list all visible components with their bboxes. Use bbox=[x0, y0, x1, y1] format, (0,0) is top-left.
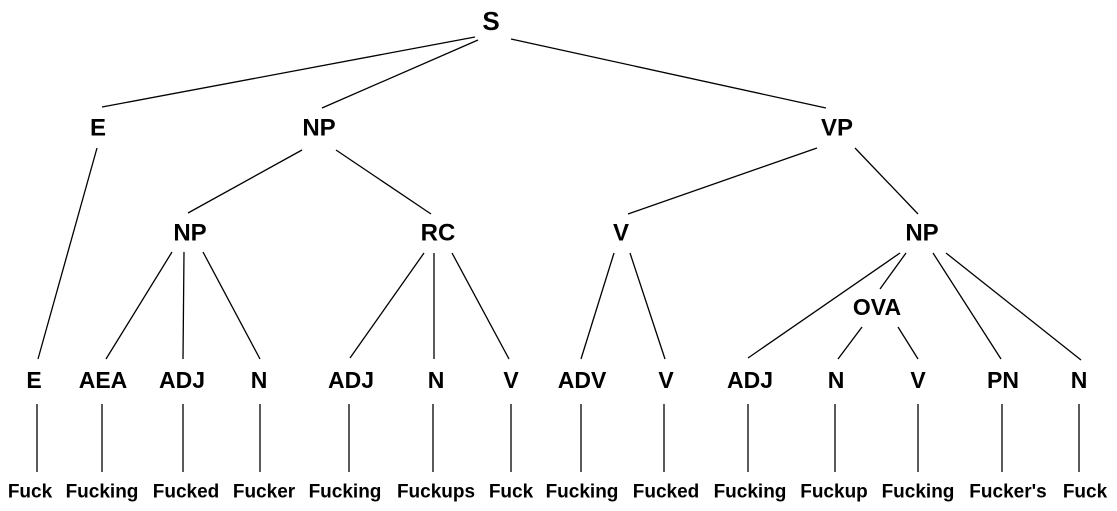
edge-ova-v bbox=[897, 326, 919, 360]
preterminal-2: AEA bbox=[79, 367, 128, 393]
leaf-word-11: Fuckup bbox=[800, 482, 868, 503]
leaf-word-13: Fucker's bbox=[969, 482, 1046, 503]
leaf-word-7: Fuck bbox=[489, 482, 534, 503]
leaf-word-5: Fucking bbox=[309, 482, 382, 503]
preterminal-4: N bbox=[251, 367, 268, 393]
leaf-word-3: Fucked bbox=[153, 482, 220, 503]
node-e: E bbox=[90, 115, 106, 142]
edge-np-rc bbox=[335, 149, 432, 215]
node-np-right: NP bbox=[905, 220, 938, 247]
node-ova: OVA bbox=[853, 294, 901, 320]
preterminal-10: ADJ bbox=[727, 367, 773, 393]
preterminal-13: PN bbox=[987, 367, 1019, 393]
preterminal-6: N bbox=[428, 367, 445, 393]
edge-np-adj bbox=[182, 251, 185, 360]
node-np-left: NP bbox=[173, 220, 206, 247]
edge-np-np bbox=[187, 149, 303, 214]
preterminal-8: ADV bbox=[558, 367, 607, 393]
tree-edges bbox=[36, 36, 1082, 472]
edge-s-np bbox=[321, 39, 479, 109]
leaf-word-2: Fucking bbox=[66, 482, 139, 503]
preterminal-14: N bbox=[1071, 367, 1088, 393]
leaf-word-12: Fucking bbox=[882, 482, 955, 503]
leaf-word-10: Fucking bbox=[714, 482, 787, 503]
preterminal-12: V bbox=[910, 367, 926, 393]
leaf-word-14: Fuck bbox=[1063, 482, 1108, 503]
edge-np-aea bbox=[105, 251, 173, 360]
edge-v-v bbox=[629, 252, 666, 360]
edge-np-n bbox=[202, 251, 261, 360]
edge-s-vp bbox=[510, 38, 827, 109]
node-vp: VP bbox=[821, 115, 853, 142]
leaf-word-6: Fuckups bbox=[397, 482, 475, 503]
edge-v-adv bbox=[580, 252, 615, 360]
node-np: NP bbox=[302, 115, 335, 142]
preterminal-11: N bbox=[828, 367, 845, 393]
node-rc: RC bbox=[421, 220, 456, 247]
edge-np2-n bbox=[945, 252, 1082, 361]
edge-vp-np bbox=[854, 147, 919, 215]
leaf-word-1: Fuck bbox=[8, 482, 53, 503]
preterminal-9: V bbox=[658, 367, 674, 393]
tree-nodes: S E NP VP NP RC V NP OVA E AEA ADJ N ADJ… bbox=[26, 6, 1087, 393]
leaf-word-9: Fucked bbox=[633, 482, 700, 503]
node-v: V bbox=[613, 220, 629, 247]
edge-np2-ova bbox=[879, 252, 907, 290]
preterminal-7: V bbox=[503, 367, 519, 393]
tree-leaves: Fuck Fucking Fucked Fucker Fucking Fucku… bbox=[8, 482, 1108, 503]
preterminal-3: ADJ bbox=[159, 367, 205, 393]
node-root-s: S bbox=[482, 6, 499, 36]
edge-s-e bbox=[101, 36, 476, 108]
leaf-word-4: Fucker bbox=[233, 482, 296, 503]
edge-rc-v bbox=[451, 252, 510, 360]
edge-vp-v bbox=[627, 147, 818, 215]
edge-ova-n bbox=[837, 326, 863, 360]
preterminal-1: E bbox=[26, 367, 41, 393]
edge-e-e bbox=[37, 147, 98, 360]
edge-np2-pn bbox=[932, 252, 1002, 360]
leaf-word-8: Fucking bbox=[546, 482, 619, 503]
edge-rc-adj bbox=[349, 252, 425, 359]
preterminal-5: ADJ bbox=[328, 367, 374, 393]
edge-np2-adj bbox=[747, 252, 901, 359]
